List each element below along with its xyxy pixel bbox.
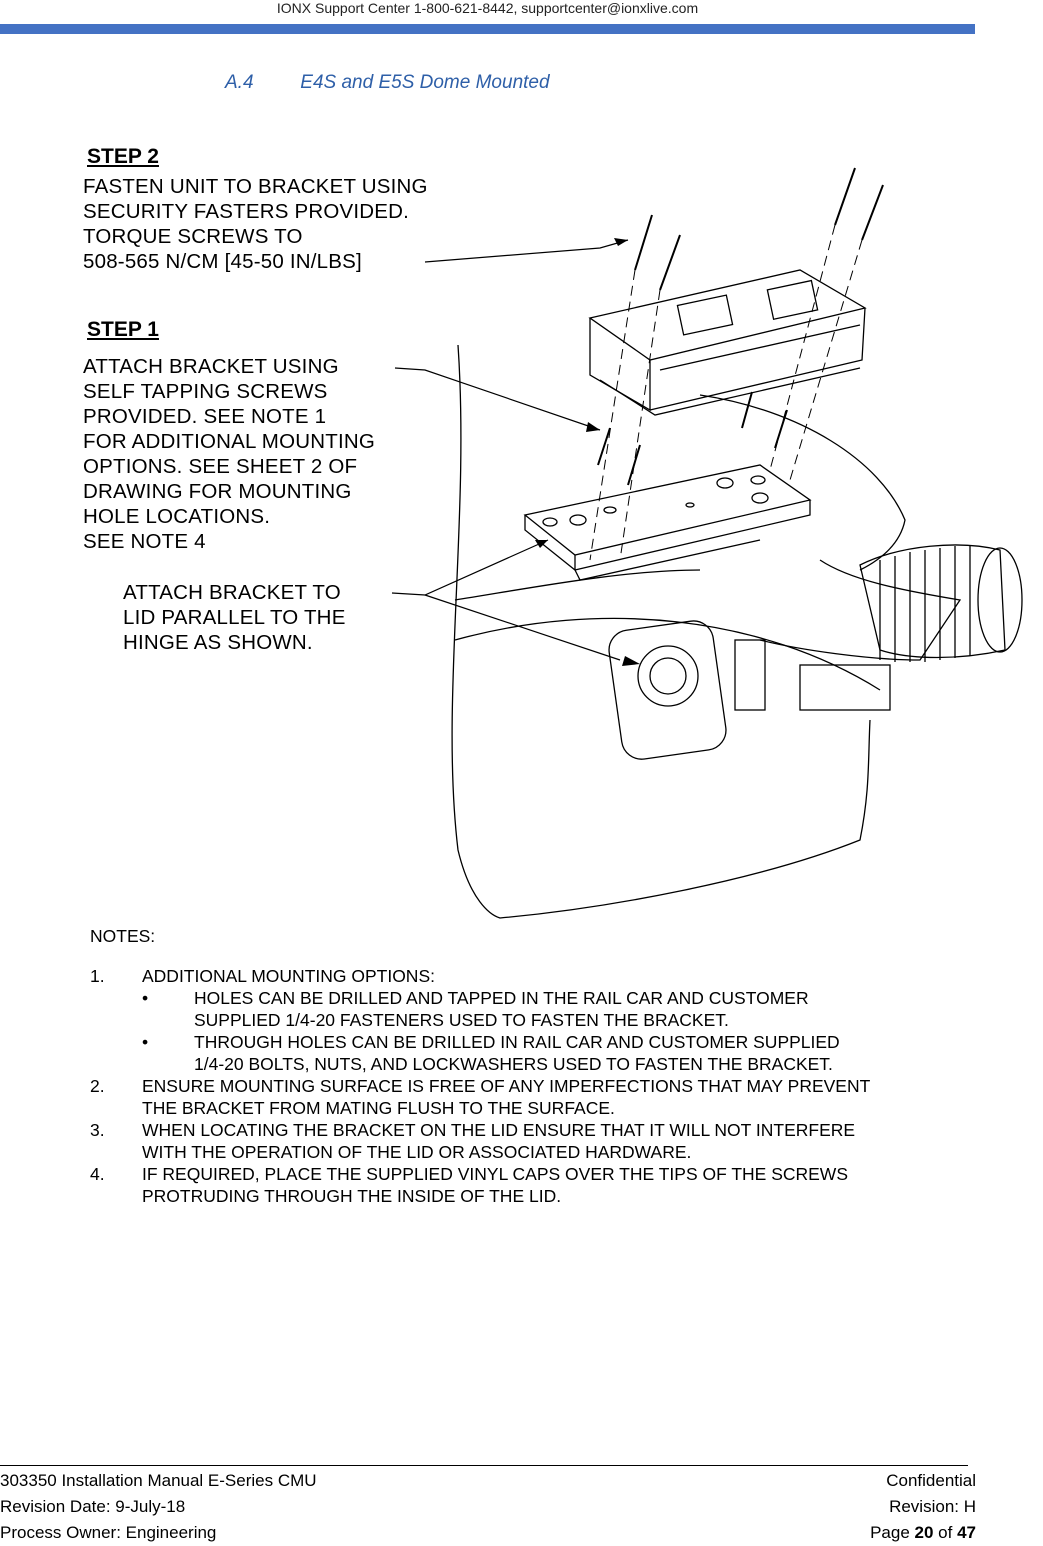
page-total: 47 (957, 1523, 976, 1542)
note-number: 3. (90, 1120, 105, 1140)
bullet-text: 1/4-20 BOLTS, NUTS, AND LOCKWASHERS USED… (194, 1054, 833, 1074)
footer-right: Confidential Revision: H Page 20 of 47 (870, 1468, 976, 1546)
hinge-bolt (637, 645, 699, 707)
security-screws (634, 167, 884, 291)
footer-revision-date: Revision Date: 9-July-18 (0, 1497, 186, 1516)
step1-heading: STEP 1 (87, 318, 159, 341)
note-number: 4. (90, 1164, 105, 1184)
header-bar (0, 24, 975, 34)
step1-line: OPTIONS. SEE SHEET 2 OF (83, 455, 358, 478)
page-prefix: Page (870, 1523, 915, 1542)
footer-doc-title: 303350 Installation Manual E-Series CMU (0, 1471, 317, 1490)
note-number: 1. (90, 966, 105, 986)
section-number: A.4 (225, 72, 254, 93)
note-text: PROTRUDING THROUGH THE INSIDE OF THE LID… (142, 1186, 562, 1206)
step2-heading: STEP 2 (87, 145, 159, 168)
lid-rim-curve (454, 617, 881, 691)
step1-line: PROVIDED. SEE NOTE 1 (83, 405, 327, 428)
leader-attach-1 (391, 539, 549, 596)
bullet-symbol: • (142, 988, 149, 1008)
step2-line: TORQUE SCREWS TO (83, 225, 303, 248)
step2-line: 508-565 N/CM [45-50 IN/LBS] (83, 250, 362, 273)
bullet-text: SUPPLIED 1/4-20 FASTENERS USED TO FASTEN… (194, 1010, 729, 1030)
footer-rule (0, 1465, 968, 1466)
bullet-text: HOLES CAN BE DRILLED AND TAPPED IN THE R… (194, 988, 809, 1008)
cmu-unit (588, 269, 867, 416)
hinge-block (608, 620, 727, 760)
note-text: WHEN LOCATING THE BRACKET ON THE LID ENS… (142, 1120, 856, 1140)
attach-line: ATTACH BRACKET TO (123, 581, 341, 604)
note-bullet: • THROUGH HOLES CAN BE DRILLED IN RAIL C… (142, 1031, 840, 1075)
step2-line: SECURITY FASTERS PROVIDED. (83, 200, 410, 223)
mounting-bracket (523, 464, 812, 581)
step2-line: FASTEN UNIT TO BRACKET USING (83, 175, 428, 198)
note-4: 4. IF REQUIRED, PLACE THE SUPPLIED VINYL… (90, 1163, 1043, 1207)
footer-left: 303350 Installation Manual E-Series CMU … (0, 1468, 317, 1546)
note-3: 3. WHEN LOCATING THE BRACKET ON THE LID … (90, 1119, 1043, 1163)
notes-heading: NOTES: (90, 926, 156, 946)
mounting-diagram (391, 167, 1023, 919)
attach-line: LID PARALLEL TO THE (123, 606, 346, 629)
leader-attach-2 (424, 594, 621, 661)
step1-line: FOR ADDITIONAL MOUNTING (83, 430, 375, 453)
note-text: IF REQUIRED, PLACE THE SUPPLIED VINYL CA… (142, 1164, 848, 1184)
hinge-arm (759, 559, 962, 661)
step2-text: FASTEN UNIT TO BRACKET USING SECURITY FA… (83, 174, 428, 274)
page-current: 20 (914, 1523, 934, 1542)
note-number: 2. (90, 1076, 105, 1096)
footer-process-owner: Process Owner: Engineering (0, 1523, 217, 1542)
step1-line: SELF TAPPING SCREWS (83, 380, 328, 403)
bullet-text: THROUGH HOLES CAN BE DRILLED IN RAIL CAR… (194, 1032, 840, 1052)
section-title: E4S and E5S Dome Mounted (300, 72, 550, 93)
hinge-cylinder (859, 544, 1023, 662)
step1-line: HOLE LOCATIONS. (83, 505, 271, 528)
section-heading: A.4 E4S and E5S Dome Mounted (225, 72, 550, 94)
note-text: THE BRACKET FROM MATING FLUSH TO THE SUR… (142, 1098, 615, 1118)
step1-line: DRAWING FOR MOUNTING (83, 480, 352, 503)
note-text: WITH THE OPERATION OF THE LID OR ASSOCIA… (142, 1142, 692, 1162)
footer-confidential: Confidential (886, 1471, 976, 1490)
note-bullet: • HOLES CAN BE DRILLED AND TAPPED IN THE… (142, 987, 840, 1031)
note-text: ADDITIONAL MOUNTING OPTIONS: (142, 966, 435, 986)
leader-step1 (394, 367, 601, 431)
lid-top-curve (699, 394, 906, 571)
arrowheads (535, 238, 640, 666)
note-1: 1. ADDITIONAL MOUNTING OPTIONS: • HOLES … (90, 965, 1043, 1075)
step1-line: ATTACH BRACKET USING (83, 355, 339, 378)
note-text: ENSURE MOUNTING SURFACE IS FREE OF ANY I… (142, 1076, 871, 1096)
bullet-symbol: • (142, 1032, 149, 1052)
notes-section: NOTES: 1. ADDITIONAL MOUNTING OPTIONS: •… (90, 925, 1043, 1207)
footer-revision: Revision: H (889, 1497, 976, 1516)
attach-line: HINGE AS SHOWN. (123, 631, 313, 654)
page-of: of (933, 1523, 958, 1542)
attach-bracket-text: ATTACH BRACKET TO LID PARALLEL TO THE HI… (123, 580, 346, 655)
leader-step2 (424, 239, 629, 263)
footer-page-number: Page 20 of 47 (870, 1520, 976, 1546)
dome-lid-outline (451, 344, 871, 919)
step1-text: ATTACH BRACKET USING SELF TAPPING SCREWS… (83, 354, 375, 554)
note-2: 2. ENSURE MOUNTING SURFACE IS FREE OF AN… (90, 1075, 1043, 1119)
support-contact-line: IONX Support Center 1-800-621-8442, supp… (276, 0, 699, 16)
step1-line: SEE NOTE 4 (83, 530, 206, 553)
